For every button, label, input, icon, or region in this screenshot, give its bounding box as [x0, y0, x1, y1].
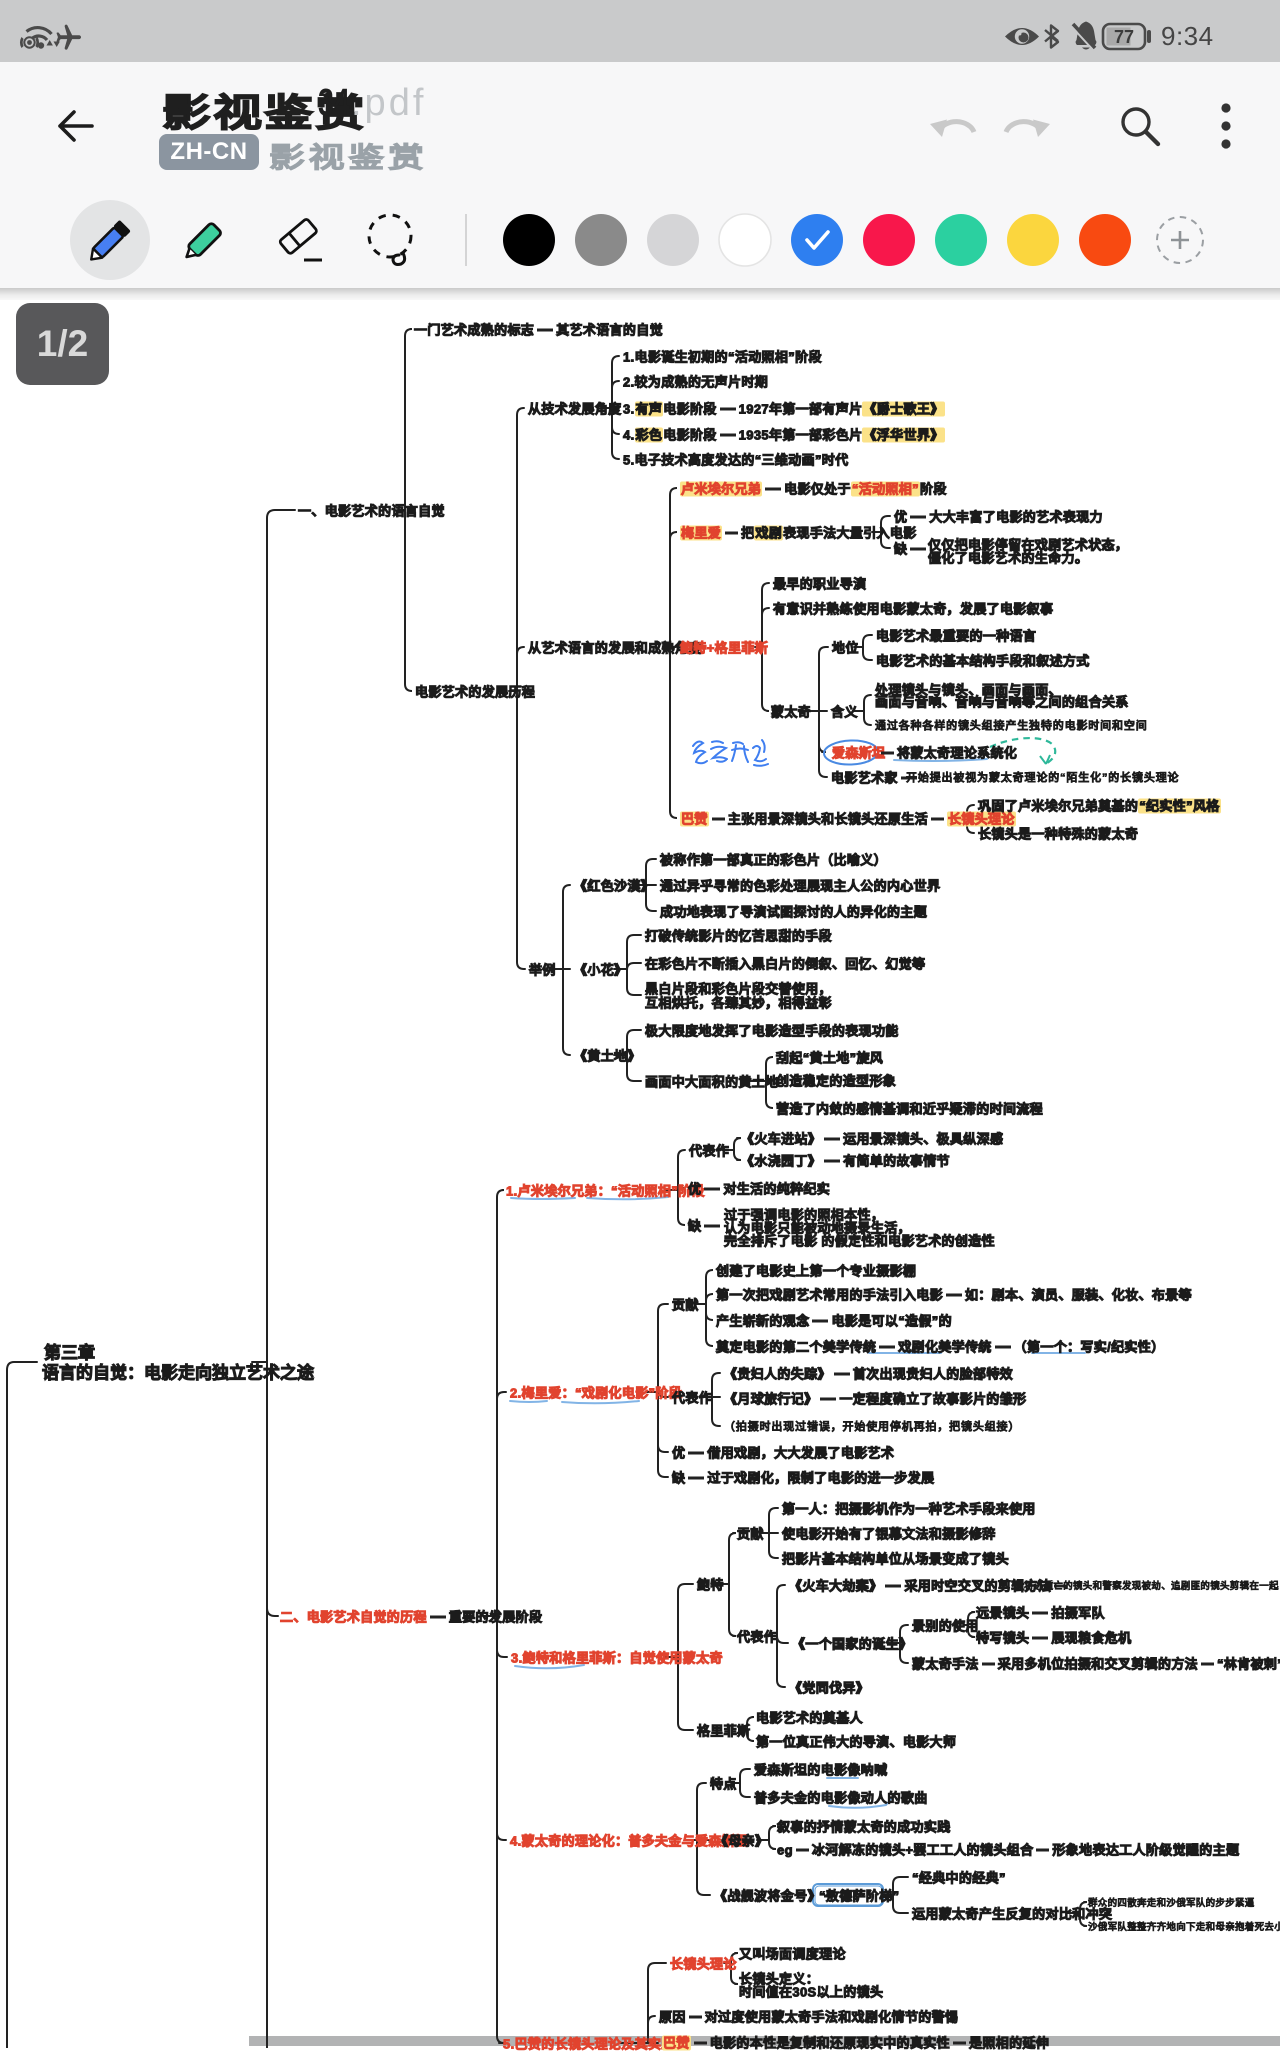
- svg-text:9:34: 9:34: [1161, 21, 1214, 51]
- svg-text:77: 77: [1114, 27, 1134, 47]
